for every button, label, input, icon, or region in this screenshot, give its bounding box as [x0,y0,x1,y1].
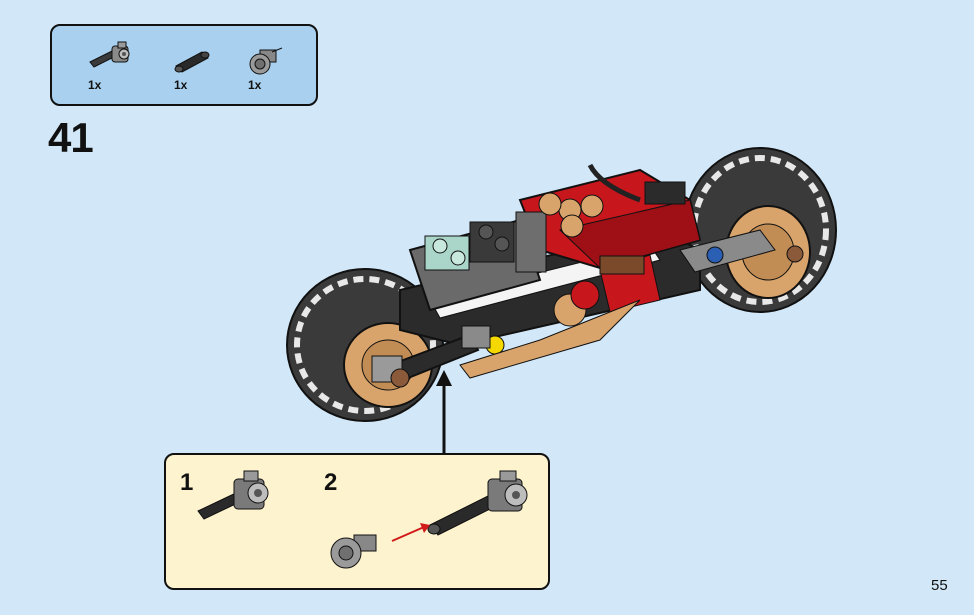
sub-step-1-assembly [197,470,269,520]
page-number: 55 [931,577,948,594]
callout-arrow-head [436,370,452,386]
parts-list-panel: 1x 1x 1x [50,24,318,106]
motorcycle-body [399,163,804,379]
gray-bush-icon [249,47,283,75]
step-number: 41 [48,114,94,161]
parts-list-item-bush: 1x [242,36,302,96]
part-quantity: 1x [88,78,102,92]
parts-list-item-axle: 1x [170,36,230,96]
sub-step-number: 2 [324,469,338,496]
part-quantity: 1x [174,78,188,92]
axle-connector-icon [89,41,130,68]
sub-assembly-panel: 1 2 [164,453,550,590]
black-axle-pin-icon [174,51,210,73]
sub-assembly-illustration [197,470,528,569]
sub-step-2-assembly [330,470,528,569]
part-quantity: 1x [248,78,262,92]
front-axle-assembly [371,325,491,388]
sub-step-number: 1 [180,469,194,496]
parts-list-item-connector: 1x [82,36,142,96]
red-insert-arrow [391,526,425,542]
